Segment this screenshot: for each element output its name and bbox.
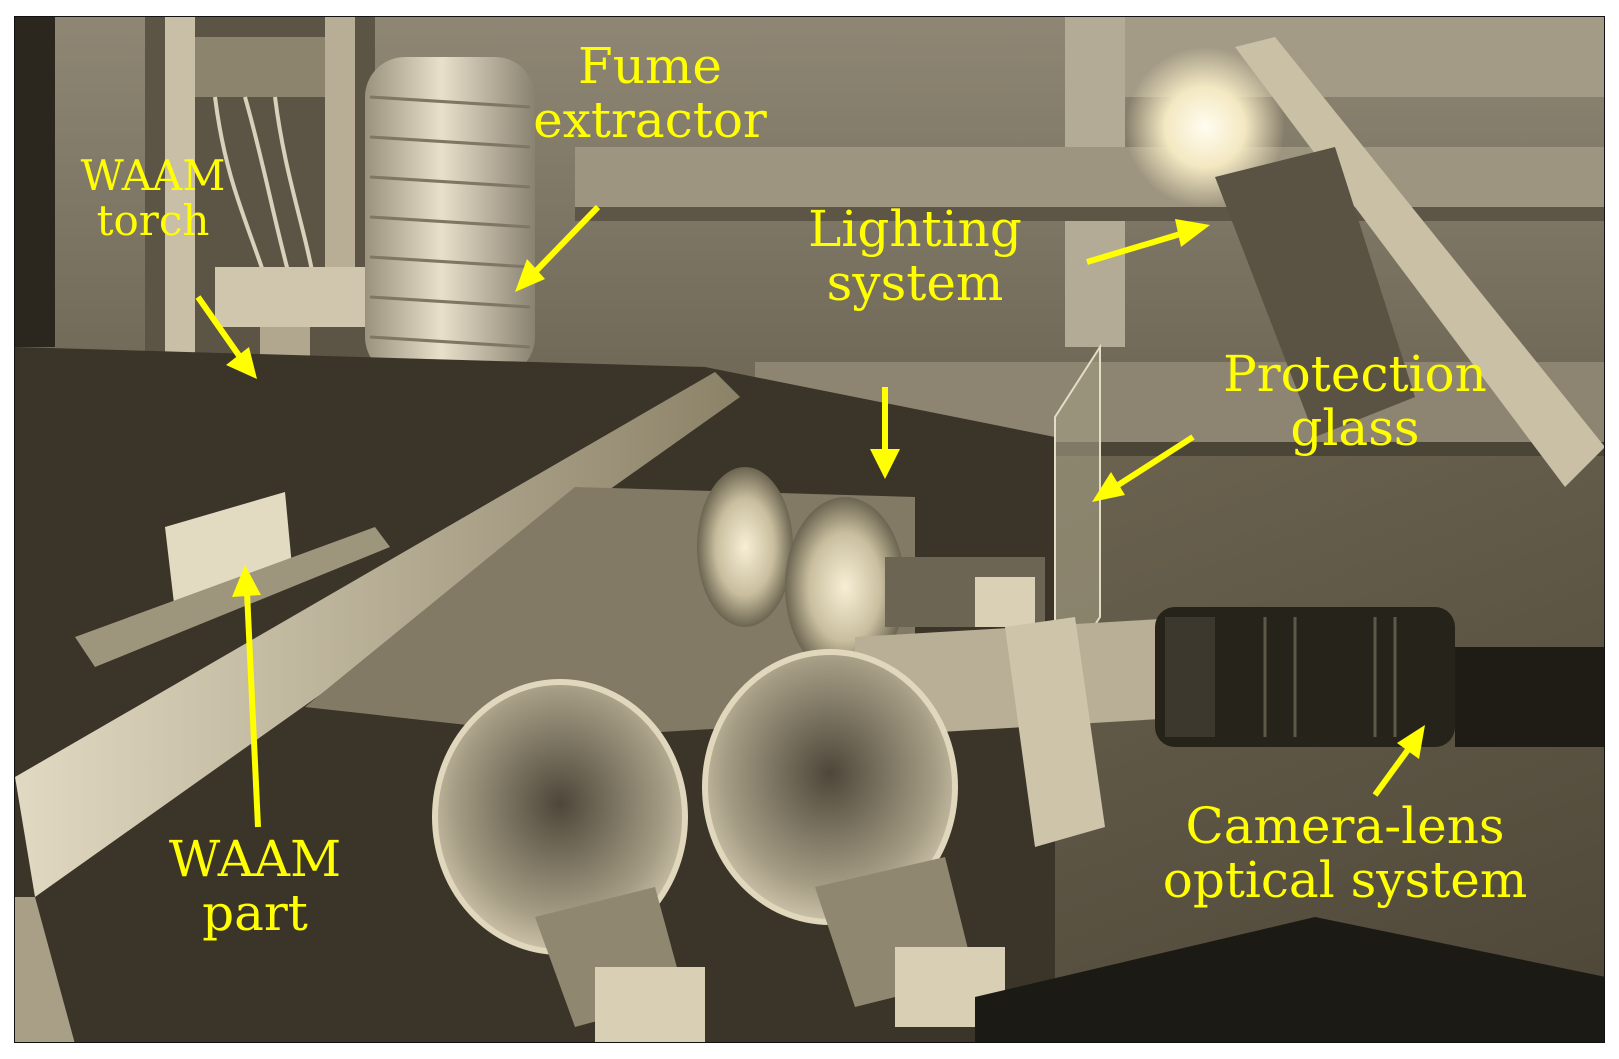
protection-glass (1054, 343, 1101, 691)
label-camera-lens-optical-system: Camera-lens optical system (1162, 797, 1528, 909)
label-lighting-system: Lighting system (808, 200, 1022, 312)
arrow-lighting-bulb (1086, 229, 1188, 265)
spot-lamp-left (697, 467, 793, 627)
bulb-glow (1125, 47, 1285, 207)
arrow-waam-part (244, 591, 261, 828)
lab-scene (15, 17, 1604, 1042)
torch-mount (215, 267, 365, 327)
photograph: Fume extractor WAAM torch Lighting syste… (14, 16, 1605, 1043)
reflector-lamp-front-left (432, 679, 705, 1042)
label-fume-extractor: Fume extractor (533, 37, 767, 149)
reflector-lamp-front-right (702, 649, 1005, 1027)
label-protection-glass: Protection glass (1223, 345, 1487, 457)
spot-lamp-right (785, 497, 905, 677)
arrow-protection-glass (1113, 434, 1195, 490)
arrow-fume-extractor (532, 204, 601, 275)
arrow-waam-torch (195, 295, 243, 359)
fume-duct (365, 57, 535, 377)
rail-upper (575, 147, 1604, 207)
annotation-arrows (195, 204, 1425, 828)
arrow-camera-lens (1372, 745, 1413, 797)
label-waam-torch: WAAM torch (80, 151, 226, 246)
label-waam-part: WAAM part (168, 830, 342, 942)
camera-lens (1155, 607, 1455, 747)
